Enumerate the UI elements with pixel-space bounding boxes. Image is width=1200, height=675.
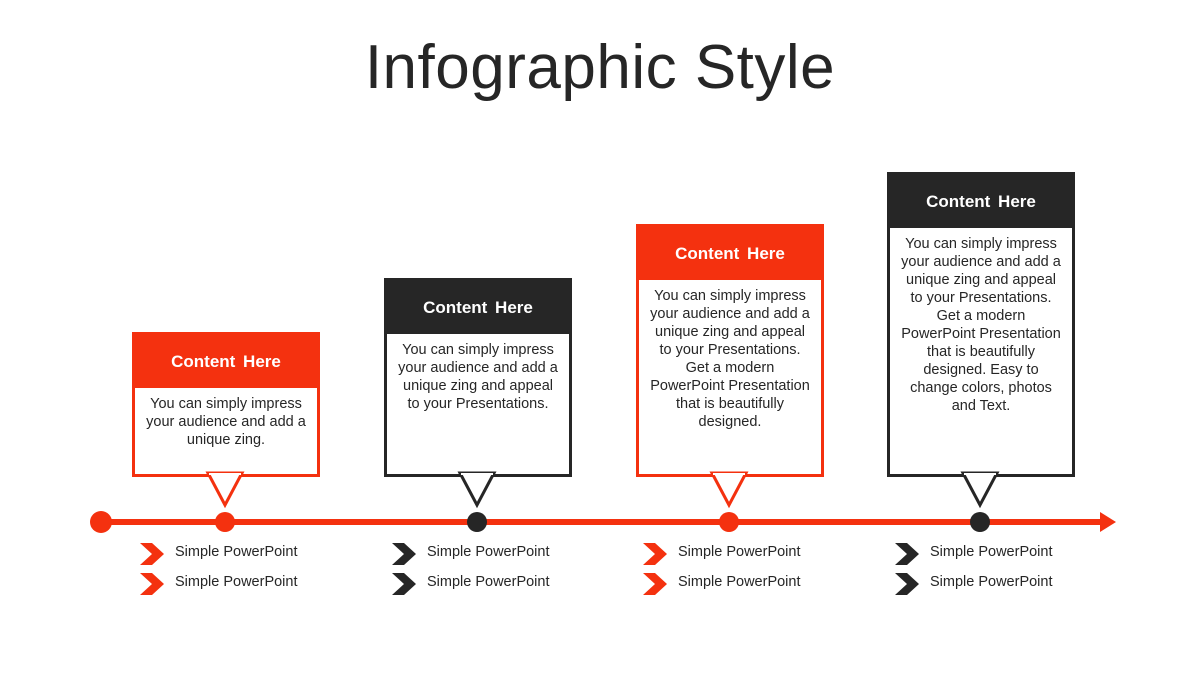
chevron-right-icon <box>895 543 919 565</box>
list-item: Simple PowerPoint <box>643 571 863 601</box>
callout-pointer-2 <box>457 471 497 509</box>
bullet-label: Simple PowerPoint <box>930 544 1053 560</box>
timeline-node-2 <box>467 512 487 532</box>
bullet-label: Simple PowerPoint <box>930 574 1053 590</box>
chevron-right-icon <box>392 573 416 595</box>
bullet-label: Simple PowerPoint <box>678 574 801 590</box>
page-title: Infographic Style <box>364 33 836 102</box>
content-box-text: You can simply impress your audience and… <box>398 342 558 412</box>
timeline-arrowhead <box>1100 512 1116 532</box>
content-box-heading: Content Here <box>387 281 569 334</box>
timeline-node-3 <box>719 512 739 532</box>
chevron-right-icon <box>140 543 164 565</box>
bullet-list-3: Simple PowerPoint Simple PowerPoint <box>643 541 863 601</box>
content-box-2: Content Here You can simply impress your… <box>384 278 572 477</box>
content-box-heading: Content Here <box>639 227 821 280</box>
callout-pointer-4 <box>960 471 1000 509</box>
callout-pointer-1 <box>205 471 245 509</box>
content-box-1: Content Here You can simply impress your… <box>132 332 320 477</box>
callout-pointer-3 <box>709 471 749 509</box>
timeline-node-1 <box>215 512 235 532</box>
bullet-label: Simple PowerPoint <box>175 544 298 560</box>
bullet-label: Simple PowerPoint <box>678 544 801 560</box>
bullet-label: Simple PowerPoint <box>427 574 550 590</box>
list-item: Simple PowerPoint <box>140 541 360 571</box>
list-item: Simple PowerPoint <box>392 541 612 571</box>
content-box-3: Content Here You can simply impress your… <box>636 224 824 477</box>
bullet-label: Simple PowerPoint <box>427 544 550 560</box>
chevron-right-icon <box>643 573 667 595</box>
content-box-4: Content Here You can simply impress your… <box>887 172 1075 477</box>
chevron-right-icon <box>643 543 667 565</box>
content-box-text: You can simply impress your audience and… <box>650 288 810 430</box>
list-item: Simple PowerPoint <box>140 571 360 601</box>
list-item: Simple PowerPoint <box>895 541 1115 571</box>
content-box-text: You can simply impress your audience and… <box>901 236 1061 414</box>
chevron-right-icon <box>392 543 416 565</box>
bullet-list-4: Simple PowerPoint Simple PowerPoint <box>895 541 1115 601</box>
bullet-list-2: Simple PowerPoint Simple PowerPoint <box>392 541 612 601</box>
chevron-right-icon <box>140 573 164 595</box>
content-box-heading: Content Here <box>890 175 1072 228</box>
bullet-label: Simple PowerPoint <box>175 574 298 590</box>
chevron-right-icon <box>895 573 919 595</box>
content-box-heading: Content Here <box>135 335 317 388</box>
list-item: Simple PowerPoint <box>895 571 1115 601</box>
list-item: Simple PowerPoint <box>643 541 863 571</box>
timeline-start-dot <box>90 511 112 533</box>
bullet-list-1: Simple PowerPoint Simple PowerPoint <box>140 541 360 601</box>
list-item: Simple PowerPoint <box>392 571 612 601</box>
timeline-node-4 <box>970 512 990 532</box>
content-box-text: You can simply impress your audience and… <box>146 396 306 448</box>
